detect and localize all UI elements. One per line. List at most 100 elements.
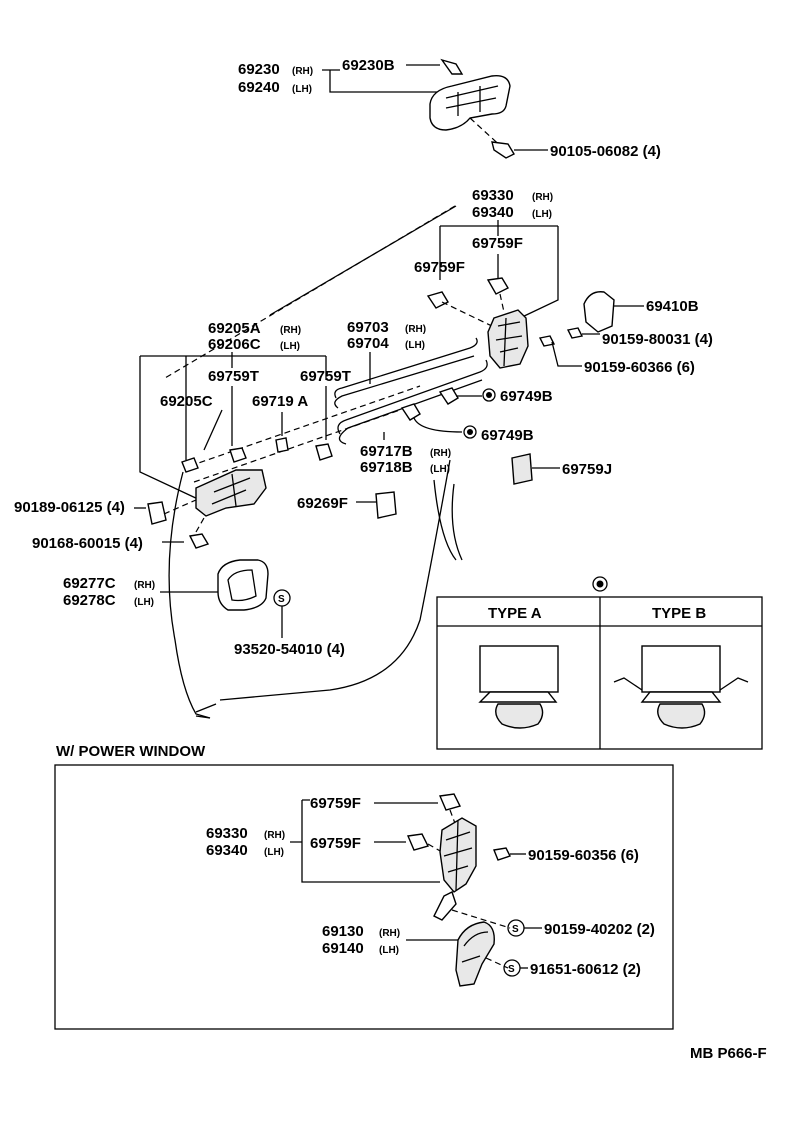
door-lock-detail bbox=[495, 317, 523, 367]
type-b-body bbox=[641, 645, 721, 693]
type-b-base bbox=[640, 691, 722, 703]
screw-90168 bbox=[188, 533, 210, 549]
type-marker-a-dot bbox=[486, 392, 492, 398]
label-69704: 69704 bbox=[347, 335, 389, 352]
rod-69703 bbox=[334, 337, 478, 409]
label-69278c: 69278C bbox=[63, 592, 116, 609]
clip-69759t-a bbox=[229, 447, 247, 463]
label-69718b-lh: (LH) bbox=[430, 464, 450, 475]
bracket-69205 bbox=[139, 352, 327, 501]
power-window-title: W/ POWER WINDOW bbox=[56, 743, 206, 760]
type-a-base bbox=[478, 691, 558, 703]
label-pw-69140-lh: (LH) bbox=[379, 945, 399, 956]
label-69759t-b: 69759T bbox=[300, 368, 351, 385]
type-b-wings bbox=[613, 677, 749, 691]
dash-clip-b bbox=[441, 301, 497, 329]
label-pw-90159-40202: 90159-40202 (2) bbox=[544, 921, 655, 938]
screw-60366-part bbox=[538, 335, 556, 347]
door-bottom-tick bbox=[195, 703, 217, 713]
label-90105: 90105-06082 (4) bbox=[550, 143, 661, 160]
leader-69749b-b bbox=[413, 417, 463, 433]
door-edge-bottom bbox=[219, 459, 451, 701]
door-outline bbox=[164, 205, 463, 719]
label-69749b-a: 69749B bbox=[500, 388, 553, 405]
type-a-illustration bbox=[478, 645, 559, 729]
type-marker-a bbox=[482, 388, 496, 402]
label-69703: 69703 bbox=[347, 319, 389, 336]
door-edge-bottom-stub bbox=[195, 715, 211, 719]
s-symbol-letter: S bbox=[278, 594, 285, 605]
reference-code: MB P666-F bbox=[690, 1045, 767, 1062]
label-69269f: 69269F bbox=[297, 495, 348, 512]
rods-group: 69205A (RH) 69206C (LH) 69703 (RH) 69704… bbox=[139, 319, 612, 519]
clip-69749b-a bbox=[438, 387, 459, 405]
label-69410b: 69410B bbox=[646, 298, 699, 315]
type-marker-b bbox=[463, 425, 477, 439]
pw-door-lock-detail bbox=[443, 819, 473, 891]
pw-dash-40202 bbox=[451, 909, 511, 929]
type-box-marker-dot bbox=[596, 580, 604, 588]
label-69240-lh: (LH) bbox=[292, 84, 312, 95]
handle-screw-part bbox=[440, 58, 464, 75]
pw-motor-part bbox=[455, 921, 495, 987]
door-edge-top-dash bbox=[164, 205, 456, 379]
label-69206c-lh: (LH) bbox=[280, 341, 300, 352]
label-pw-69330: 69330 bbox=[206, 825, 248, 842]
type-box-marker bbox=[592, 576, 608, 592]
label-69205a-rh: (RH) bbox=[280, 325, 301, 336]
power-window-frame bbox=[54, 764, 674, 1030]
dash-inside-1 bbox=[189, 385, 421, 467]
door-edge-right-b bbox=[451, 483, 463, 561]
label-69717b-rh: (RH) bbox=[430, 448, 451, 459]
dash-clip-a bbox=[499, 293, 505, 313]
label-69749b-b: 69749B bbox=[481, 427, 534, 444]
label-pw-69140: 69140 bbox=[322, 940, 364, 957]
label-69703-rh: (RH) bbox=[405, 324, 426, 335]
door-lock-part bbox=[487, 309, 529, 369]
leader-69205c bbox=[203, 409, 223, 451]
type-b-illustration bbox=[613, 645, 749, 729]
type-box: TYPE A TYPE B bbox=[436, 576, 763, 750]
label-69340: 69340 bbox=[472, 204, 514, 221]
label-pw-69759f-a: 69759F bbox=[310, 795, 361, 812]
label-pw-69130: 69130 bbox=[322, 923, 364, 940]
type-b-label: TYPE B bbox=[652, 605, 706, 622]
pw-s-letter-a: S bbox=[512, 924, 519, 935]
pw-clip-69759f-a bbox=[438, 793, 462, 811]
rod-69717b bbox=[337, 359, 488, 445]
label-69759t-a: 69759T bbox=[208, 368, 259, 385]
label-69759j: 69759J bbox=[562, 461, 612, 478]
leader-69230 bbox=[322, 69, 440, 93]
type-b-clip bbox=[657, 703, 706, 729]
bezel-69277c-inner bbox=[227, 569, 257, 602]
label-69277c: 69277C bbox=[63, 575, 116, 592]
label-69277c-rh: (RH) bbox=[134, 580, 155, 591]
power-window-group: W/ POWER WINDOW 69759F 69330 (RH) 69340 … bbox=[54, 743, 674, 1030]
label-69230b: 69230B bbox=[342, 57, 395, 74]
label-69230-rh: (RH) bbox=[292, 66, 313, 77]
part-90189 bbox=[147, 501, 167, 525]
label-69330-rh: (RH) bbox=[532, 192, 553, 203]
clip-69719a bbox=[275, 437, 289, 453]
pw-s-letter-b: S bbox=[508, 964, 515, 975]
clip-69749b-b bbox=[400, 403, 421, 421]
type-marker-b-dot bbox=[467, 429, 473, 435]
pw-clip-69759f-b bbox=[406, 833, 430, 851]
label-69205a: 69205A bbox=[208, 320, 261, 337]
type-a-body bbox=[479, 645, 559, 693]
handle-dash-1 bbox=[469, 117, 506, 151]
label-69330: 69330 bbox=[472, 187, 514, 204]
label-69759f-b: 69759F bbox=[414, 259, 465, 276]
clip-69205c bbox=[181, 457, 199, 473]
outside-handle-group: 69230 (RH) 69240 (LH) 69230B 90105-06082… bbox=[238, 57, 661, 160]
dash-90168 bbox=[195, 517, 205, 533]
label-pw-69340: 69340 bbox=[206, 842, 248, 859]
label-69206c: 69206C bbox=[208, 336, 261, 353]
inside-handle-group: 90189-06125 (4) 90168-60015 (4) 69277C (… bbox=[14, 385, 421, 658]
clip-69759f-a bbox=[486, 277, 509, 295]
outside-handle-detail bbox=[445, 85, 499, 116]
dash-90189 bbox=[163, 499, 197, 515]
pw-motor-detail bbox=[461, 931, 489, 963]
bezel-69277c-part bbox=[217, 559, 269, 611]
